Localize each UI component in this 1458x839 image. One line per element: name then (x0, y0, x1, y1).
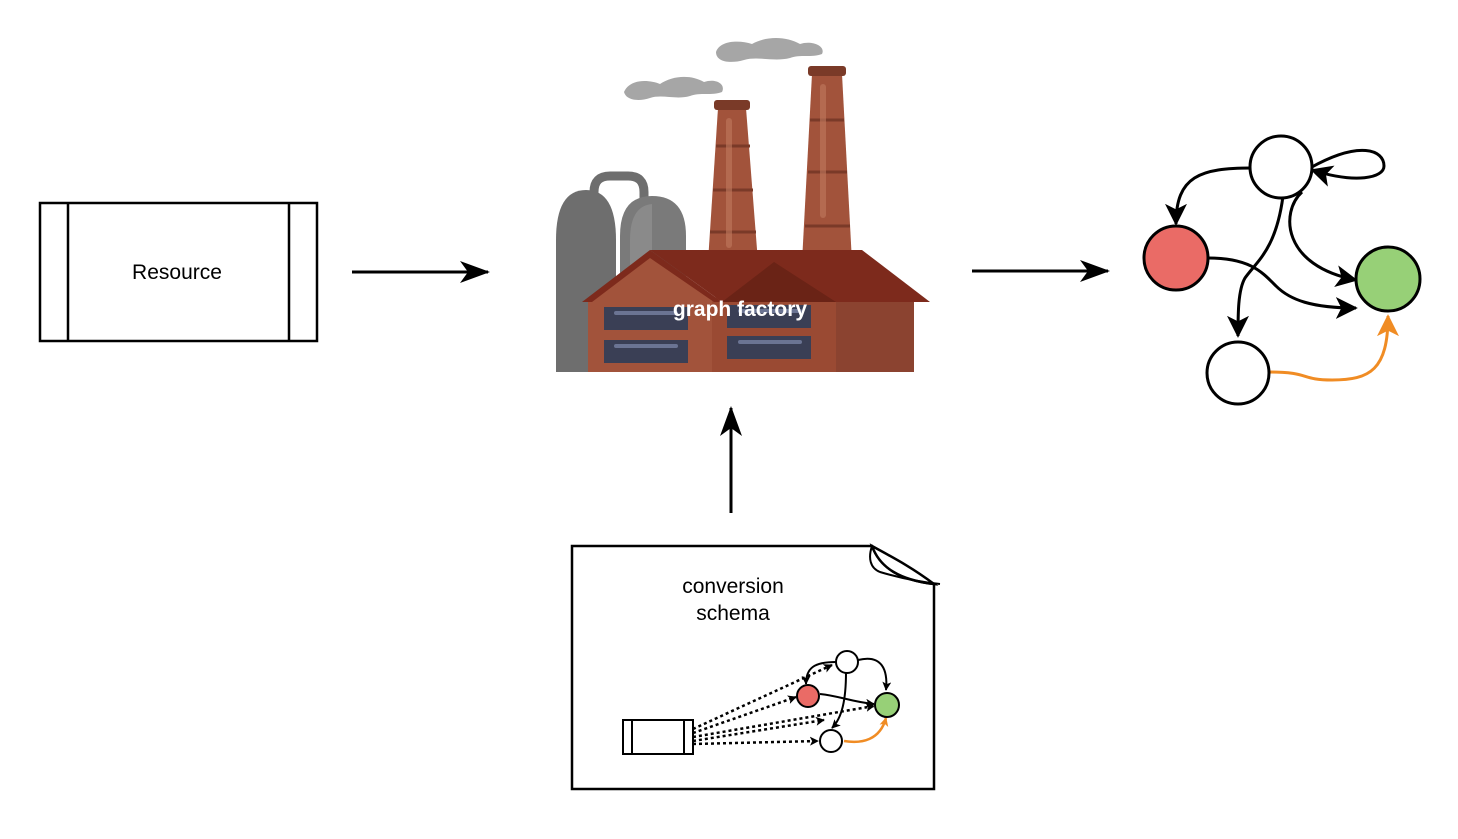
node-top (1248, 134, 1314, 200)
mini-resource-box (622, 719, 694, 755)
edge-top-to-bottom (1227, 195, 1285, 338)
output-graph (1142, 134, 1422, 406)
node-red (1142, 224, 1210, 292)
chimney-right (802, 66, 852, 262)
resource-label: Resource (132, 261, 222, 284)
mini-orange-edge (843, 717, 889, 744)
edge-red-to-green (1207, 256, 1358, 319)
edge-top-to-red (1165, 166, 1253, 226)
factory-label: graph factory (673, 298, 808, 321)
factory-icon: graph factory (556, 38, 930, 372)
resource-box: Resource (38, 201, 319, 343)
schema-label-line1: conversion (682, 575, 784, 598)
node-bottom (1205, 340, 1271, 406)
edge-top-self-loop (1309, 149, 1386, 187)
factory-building (582, 250, 930, 372)
edge-top-to-green (1288, 190, 1358, 288)
smoke-cloud-left (624, 76, 723, 100)
smoke-cloud-right (716, 38, 823, 62)
mini-graph-edges (801, 657, 892, 729)
mini-node-top (835, 650, 859, 674)
mini-node-bottom (819, 729, 843, 753)
silo-pipe (589, 171, 649, 230)
mapping-edges (692, 663, 875, 746)
mini-node-green (874, 692, 900, 718)
schema-document: conversion schema (570, 543, 941, 791)
chimney-left (708, 100, 758, 262)
node-green (1354, 245, 1422, 313)
mini-node-red (796, 684, 820, 708)
edge-bottom-to-green (1269, 314, 1399, 382)
schema-label-line2: schema (696, 602, 770, 625)
